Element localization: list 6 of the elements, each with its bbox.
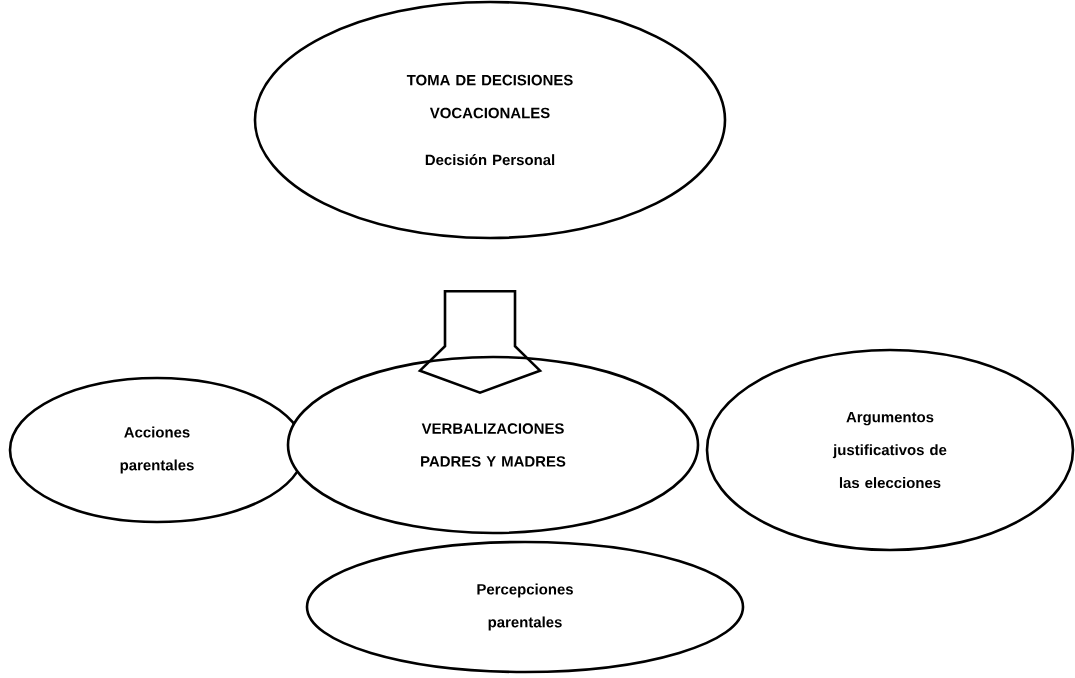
block-arrow: [417, 290, 543, 395]
oval-node: Argumentos justificativos de las elecciones: [705, 348, 1075, 552]
oval-node: VERBALIZACIONES PADRES Y MADRES: [286, 355, 700, 535]
oval-node: Percepciones parentales: [305, 540, 745, 674]
oval-node: Acciones parentales: [8, 376, 306, 524]
oval-node: TOMA DE DECISIONES VOCACIONALES Decisión Personal: [253, 0, 727, 240]
